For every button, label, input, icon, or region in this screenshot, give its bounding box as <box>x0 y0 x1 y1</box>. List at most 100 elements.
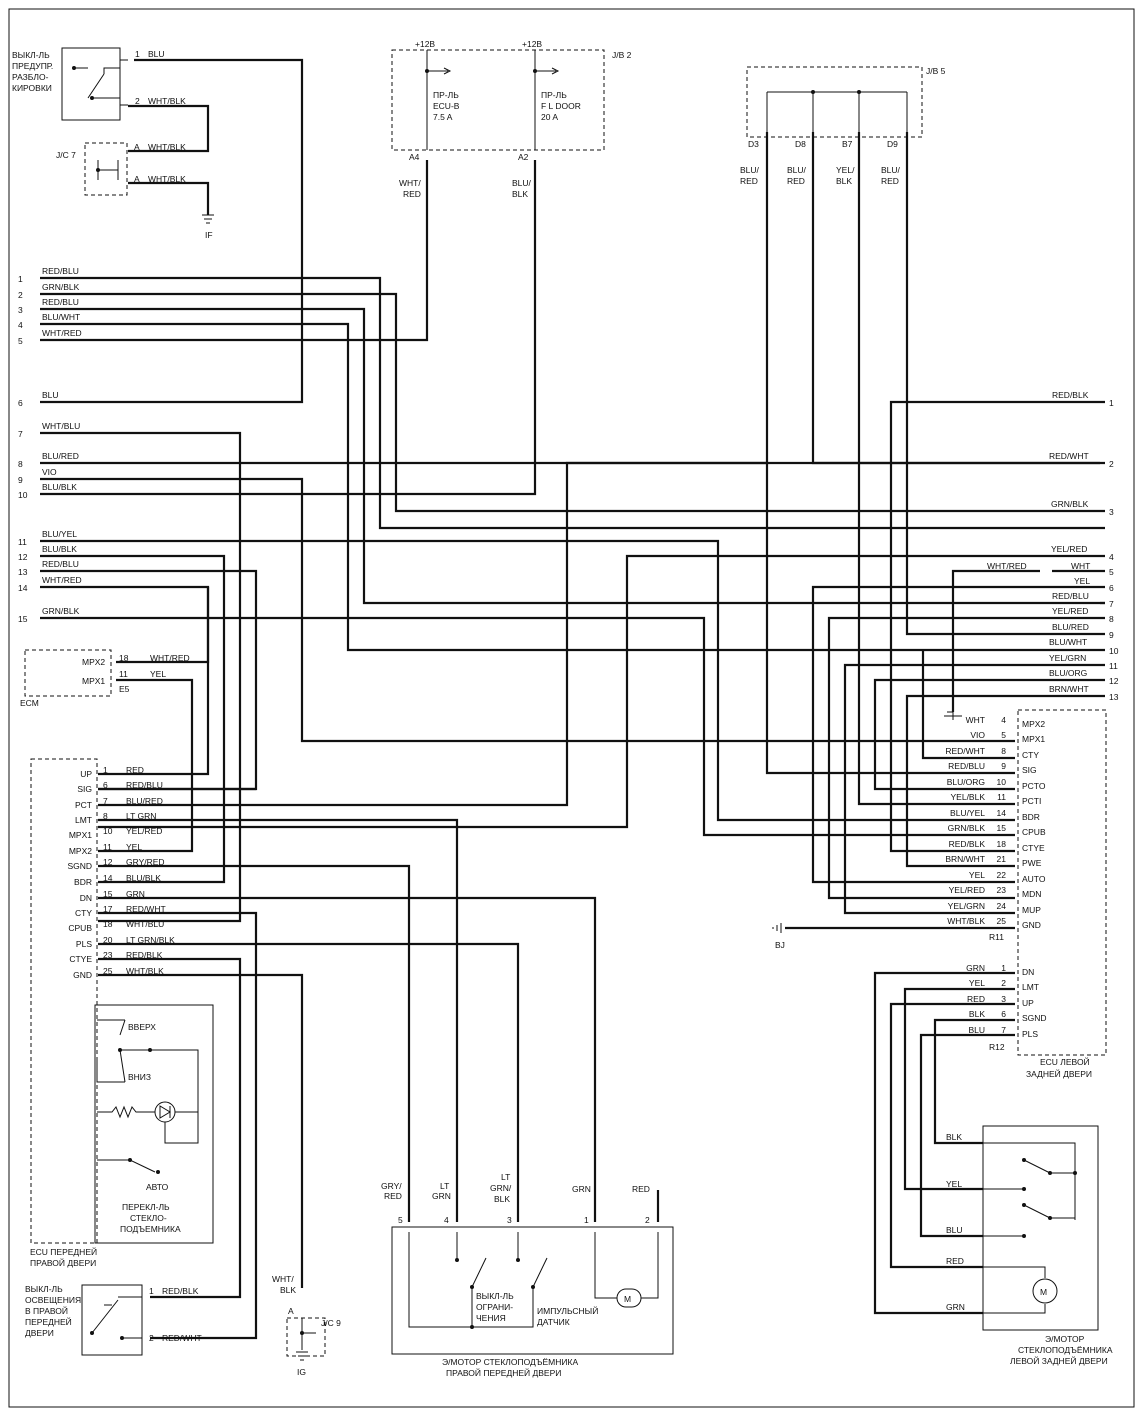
svg-text:WHT/RED: WHT/RED <box>42 328 82 338</box>
warn-switch-title-1: ВЫКЛ-ЛЬ <box>12 50 50 60</box>
wire-jb5-d8 <box>811 132 1100 465</box>
svg-text:11: 11 <box>119 669 128 679</box>
svg-text:+12В: +12В <box>522 39 542 49</box>
svg-text:UP: UP <box>1022 998 1034 1008</box>
svg-text:RED/BLK: RED/BLK <box>1052 390 1089 400</box>
svg-text:RED/BLK: RED/BLK <box>126 950 163 960</box>
wire-row-15 <box>40 616 1015 837</box>
svg-text:CTYE: CTYE <box>1022 843 1045 853</box>
svg-text:RED/BLK: RED/BLK <box>162 1286 199 1296</box>
diagram-frame <box>8 8 1135 1408</box>
wire-rear-sig <box>765 463 1015 775</box>
svg-text:WHT/: WHT/ <box>272 1274 294 1284</box>
svg-text:20 A: 20 A <box>541 112 558 122</box>
svg-text:A: A <box>288 1306 294 1316</box>
svg-text:J/B 5: J/B 5 <box>926 66 946 76</box>
right-connector-number: 6 <box>1109 583 1114 593</box>
svg-text:LT: LT <box>501 1172 510 1182</box>
svg-text:ЧЕНИЯ: ЧЕНИЯ <box>476 1313 506 1323</box>
svg-text:ОГРАНИ-: ОГРАНИ- <box>476 1302 513 1312</box>
svg-text:YEL: YEL <box>946 1179 962 1189</box>
svg-text:GRN: GRN <box>966 963 985 973</box>
svg-text:BLK: BLK <box>836 176 852 186</box>
svg-text:25: 25 <box>103 966 113 976</box>
svg-text:WHT/BLU: WHT/BLU <box>126 919 164 929</box>
svg-text:ДАТЧИК: ДАТЧИК <box>537 1317 570 1327</box>
svg-text:2: 2 <box>1001 978 1006 988</box>
switch-down-label: ВНИЗ <box>128 1072 151 1082</box>
svg-text:YEL: YEL <box>969 978 985 988</box>
svg-text:MPX2: MPX2 <box>69 846 92 856</box>
front-motor-symbol: M <box>624 1294 631 1304</box>
svg-text:ЗАДНЕЙ ДВЕРИ: ЗАДНЕЙ ДВЕРИ <box>1026 1068 1092 1079</box>
svg-text:ECU-B: ECU-B <box>433 101 460 111</box>
svg-text:YEL: YEL <box>1074 576 1090 586</box>
svg-text:MDN: MDN <box>1022 889 1041 899</box>
svg-text:25: 25 <box>997 916 1007 926</box>
right-connector-number: 9 <box>1109 630 1114 640</box>
svg-text:YEL/: YEL/ <box>836 165 855 175</box>
svg-text:В ПРАВОЙ: В ПРАВОЙ <box>25 1305 68 1316</box>
svg-text:WHT: WHT <box>966 715 985 725</box>
svg-text:YEL: YEL <box>126 842 142 852</box>
svg-text:WHT/BLK: WHT/BLK <box>947 916 985 926</box>
wire-row-10 <box>40 160 537 496</box>
svg-text:SIG: SIG <box>1022 765 1037 775</box>
left-connector-number: 1 <box>18 274 23 284</box>
warn-wire-2: WHT/BLK <box>148 96 186 106</box>
right-connector-number: 10 <box>1109 646 1119 656</box>
junction-connector-7: J/C 7 A WHT/BLK A WHT/BLK IF <box>56 142 214 240</box>
svg-text:WHT/BLK: WHT/BLK <box>148 142 186 152</box>
right-connector-number: 13 <box>1109 692 1119 702</box>
svg-text:B7: B7 <box>842 139 853 149</box>
warn-switch-title-3: РАЗБЛО- <box>12 72 49 82</box>
svg-text:7.5 A: 7.5 A <box>433 112 453 122</box>
svg-text:RED/BLU: RED/BLU <box>42 559 79 569</box>
right-connector-number: 3 <box>1109 507 1114 517</box>
svg-text:PCTO: PCTO <box>1022 781 1046 791</box>
svg-text:WHT/BLK: WHT/BLK <box>126 966 164 976</box>
svg-text:PLS: PLS <box>1022 1029 1038 1039</box>
svg-text:A: A <box>134 174 140 184</box>
svg-text:BLU: BLU <box>946 1225 963 1235</box>
svg-text:ПОДЪЕМНИКА: ПОДЪЕМНИКА <box>120 1224 181 1234</box>
svg-text:BLU/: BLU/ <box>740 165 760 175</box>
wire-right-6 <box>811 585 1105 884</box>
svg-text:8: 8 <box>1001 746 1006 756</box>
svg-text:BRN/WHT: BRN/WHT <box>945 854 985 864</box>
svg-text:F L DOOR: F L DOOR <box>541 101 581 111</box>
svg-text:BLU/ORG: BLU/ORG <box>1049 668 1087 678</box>
left-connector-number: 2 <box>18 290 23 300</box>
right-connector-number: 5 <box>1109 567 1114 577</box>
left-connector-number: 10 <box>18 490 28 500</box>
left-connector-number: 3 <box>18 305 23 315</box>
svg-text:21: 21 <box>997 854 1007 864</box>
warn-switch-title-4: КИРОВКИ <box>12 83 52 93</box>
svg-text:BDR: BDR <box>1022 812 1040 822</box>
wire-row-11 <box>40 539 1015 822</box>
svg-text:D8: D8 <box>795 139 806 149</box>
svg-text:VIO: VIO <box>42 467 57 477</box>
svg-text:CPUB: CPUB <box>1022 827 1046 837</box>
svg-text:RED/WHT: RED/WHT <box>126 904 166 914</box>
ecm-label: ECM <box>20 698 39 708</box>
wire-row-7 <box>40 431 242 923</box>
left-connector-number: 5 <box>18 336 23 346</box>
left-connector-number: 6 <box>18 398 23 408</box>
svg-text:WHT/: WHT/ <box>399 178 421 188</box>
rear-window-motor: BLK YEL BLU RED GRN M Э/МОТОР СТЕКЛОПОДЪ… <box>946 1125 1113 1366</box>
wire-row-1 <box>40 276 1105 530</box>
wire-row-3 <box>40 307 1105 605</box>
svg-text:A4: A4 <box>409 152 420 162</box>
svg-text:BLK: BLK <box>494 1194 510 1204</box>
left-connector-number: 12 <box>18 552 28 562</box>
